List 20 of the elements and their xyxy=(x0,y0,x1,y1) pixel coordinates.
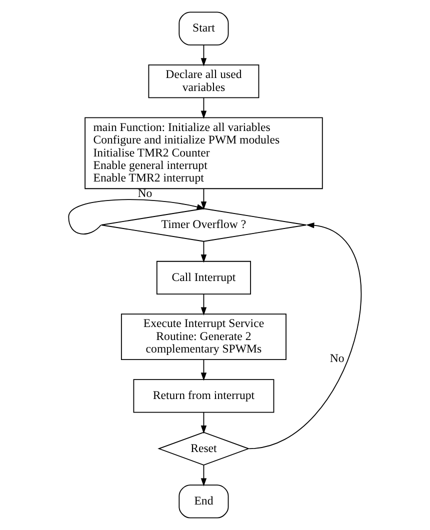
arrow xyxy=(68,199,206,234)
arrow xyxy=(200,241,207,263)
node-box: Declare all used variables xyxy=(148,64,260,98)
node-diamond: Reset xyxy=(158,432,250,466)
arrow xyxy=(200,44,207,66)
node-box: Call Interrupt xyxy=(156,260,252,295)
arrow xyxy=(248,222,362,450)
node-box: Execute Interrupt Service Routine: Generate 2 complementary SPWMs xyxy=(120,314,286,360)
node-box: End xyxy=(178,484,229,518)
arrow xyxy=(200,464,207,486)
node-box: Return from interrupt xyxy=(133,379,274,413)
arrow xyxy=(200,412,207,434)
node-diamond: Timer Overflow ? xyxy=(100,208,307,242)
edge-label: No xyxy=(330,350,344,365)
arrow xyxy=(200,359,207,381)
node-box: Start xyxy=(178,12,229,46)
arrow xyxy=(200,188,207,210)
arrow xyxy=(200,294,207,316)
arrow xyxy=(200,97,207,119)
node-box: main Function: Initialize all variables Configure and initialize PWM modules Initialise TMR2 Counter Enable general interrupt Enable TMR2 interrupt xyxy=(84,117,323,190)
